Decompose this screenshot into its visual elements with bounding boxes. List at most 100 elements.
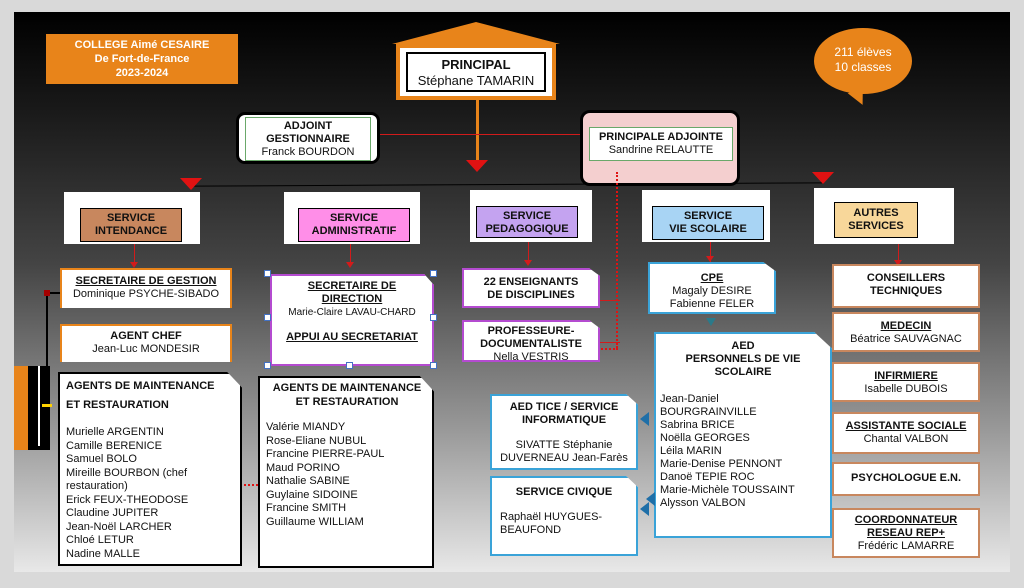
list-item: Léila MARIN [660, 445, 722, 457]
assistante-name: Chantal VALBON [863, 433, 949, 445]
enseignants-line2: DE DISCIPLINES [487, 289, 575, 301]
intendance-arrow [130, 262, 138, 268]
enseignants-link [600, 300, 620, 301]
list-item: Nathalie SABINE [266, 475, 350, 487]
pedagogique-connector [528, 242, 529, 264]
aed-tice-line2: INFORMATIQUE [521, 414, 607, 426]
cpe-name2: Fabienne FELER [669, 298, 755, 310]
list-item: Jean-Daniel [660, 393, 719, 405]
list-item: Claudine JUPITER [66, 507, 159, 519]
secretaire-direction-box: SECRETAIRE DE DIRECTION Marie-Claire LAV… [270, 274, 434, 366]
college-name: COLLEGE Aimé CESAIRE [74, 39, 210, 51]
administratif-arrow [346, 262, 354, 268]
administratif-connector [350, 244, 351, 266]
list-item: Mireille BOURBON (chef [66, 466, 188, 479]
handle-bm [346, 362, 353, 369]
infirmiere-box: INFIRMIERE Isabelle DUBOIS [832, 362, 980, 402]
principale-adjointe-box: PRINCIPALE ADJOINTE Sandrine RELAUTTE [580, 110, 740, 186]
agents-dotted-link [244, 484, 258, 486]
list-item: Alysson VALBON [660, 497, 746, 509]
aed-line2: PERSONNELS DE VIE [685, 353, 801, 365]
cpe-title: CPE [700, 272, 724, 284]
left-marker [42, 404, 52, 407]
service-vie-scolaire: SERVICE VIE SCOLAIRE [652, 206, 764, 240]
adjointe-name: Sandrine RELAUTTE [608, 144, 714, 156]
documentaliste-name: Nella VESTRIS [493, 351, 569, 363]
list-item: Erick FEUX-THEODOSE [66, 493, 189, 506]
documentaliste-link [600, 342, 620, 343]
agents-middle-box: AGENTS DE MAINTENANCE ET RESTAURATION Va… [258, 376, 434, 568]
principal-down-arrow [466, 160, 488, 172]
handle-tl [264, 270, 271, 277]
list-item: Valérie MIANDY [266, 421, 346, 433]
medecin-name: Béatrice SAUVAGNAC [850, 333, 962, 345]
agent-chef-name: Jean-Luc MONDESIR [92, 343, 200, 355]
aed-tice-line1: AED TICE / SERVICE [509, 401, 619, 413]
vie-scolaire-connector [710, 242, 711, 262]
agent-chef-box: AGENT CHEF Jean-Luc MONDESIR [60, 324, 232, 362]
adjoint-name: Franck BOURDON [261, 146, 355, 158]
infirmiere-name: Isabelle DUBOIS [864, 383, 948, 395]
secretaire-direction-title-1: SECRETAIRE DE [307, 280, 397, 292]
secretaire-direction-title-2: DIRECTION [321, 293, 383, 305]
service-pedagogique: SERVICE PEDAGOGIQUE [476, 206, 578, 238]
list-item: Jean-Noël LARCHER [66, 520, 172, 533]
list-item: Francine PIERRE-PAUL [266, 448, 385, 460]
bubble-classes: 10 classes [834, 60, 892, 74]
autres-arrow [894, 260, 902, 266]
bubble-students: 211 élèves [834, 45, 892, 59]
agents-left-title-2: ET RESTAURATION [66, 398, 169, 411]
aed-tice-name2: DUVERNEAU Jean-Farès [500, 452, 628, 464]
documentaliste-line1: PROFESSEURE- [487, 325, 575, 337]
list-item: Marie-Michèle TOUSSAINT [660, 484, 795, 496]
college-year: 2023-2024 [115, 67, 169, 79]
service-administratif: SERVICE ADMINISTRATIF [298, 208, 410, 242]
service-civique-box: SERVICE CIVIQUE Raphaël HUYGUES- BEAUFON… [490, 476, 638, 556]
handle-ml [264, 314, 271, 321]
intendance-connector [134, 244, 135, 266]
adjoint-link-line [374, 134, 596, 135]
enseignants-box: 22 ENSEIGNANTS DE DISCIPLINES [462, 268, 600, 308]
handle-mr [430, 314, 437, 321]
aed-tice-name1: SIVATTE Stéphanie [515, 439, 613, 451]
list-item: Camille BERENICE [66, 439, 162, 452]
principal-title: PRINCIPAL [441, 57, 511, 72]
vie-scolaire-arrow [706, 256, 714, 262]
conseillers-line1: CONSEILLERS [866, 272, 946, 284]
appui-secretariat: APPUI AU SECRETARIAT [286, 331, 418, 343]
principal-name: Stéphane TAMARIN [417, 73, 535, 88]
adjointe-dotted-line [616, 172, 618, 348]
list-item: Murielle ARGENTIN [66, 426, 164, 438]
infirmiere-title: INFIRMIERE [874, 370, 938, 382]
assistante-title: ASSISTANTE SOCIALE [845, 420, 967, 432]
service-arrow-left [180, 178, 202, 190]
enseignants-line1: 22 ENSEIGNANTS [483, 276, 579, 288]
medecin-box: MEDECIN Béatrice SAUVAGNAC [832, 312, 980, 352]
handle-tr [430, 270, 437, 277]
agents-left-box: AGENTS DE MAINTENANCE ET RESTAURATION Mu… [58, 372, 242, 566]
service-pedagogique-frame: SERVICE PEDAGOGIQUE [470, 190, 592, 242]
aed-line1: AED [731, 340, 755, 352]
list-item: Guillaume WILLIAM [266, 515, 364, 528]
coordonnateur-line1: COORDONNATEUR [854, 514, 958, 526]
service-vie-scolaire-frame: SERVICE VIE SCOLAIRE [642, 190, 770, 242]
service-civique-name1: Raphaël HUYGUES- [500, 511, 603, 523]
coordonnateur-box: COORDONNATEUR RESEAU REP+ Frédéric LAMAR… [832, 508, 980, 558]
list-item: BOURGRAINVILLE [660, 406, 757, 418]
agents-middle-title-1: AGENTS DE MAINTENANCE [272, 382, 422, 394]
coordonnateur-name: Frédéric LAMARRE [857, 540, 955, 552]
agents-middle-title-2: ET RESTAURATION [295, 395, 399, 408]
list-item: Maud PORINO [266, 461, 340, 474]
conseillers-line2: TECHNIQUES [869, 285, 943, 297]
tice-arrow [640, 412, 649, 426]
agents-left-title-1: AGENTS DE MAINTENANCE [66, 380, 215, 392]
handle-bl [264, 362, 271, 369]
agent-chef-title: AGENT CHEF [110, 330, 182, 342]
aed-line3: SCOLAIRE [714, 366, 772, 378]
service-autres-frame: AUTRES SERVICES [814, 188, 954, 244]
service-arrow-right [812, 172, 834, 184]
secretaire-direction-name: Marie-Claire LAVAU-CHARD [288, 307, 416, 318]
list-item: Sabrina BRICE [660, 419, 735, 431]
list-item: Rose-Eliane NUBUL [266, 434, 367, 447]
